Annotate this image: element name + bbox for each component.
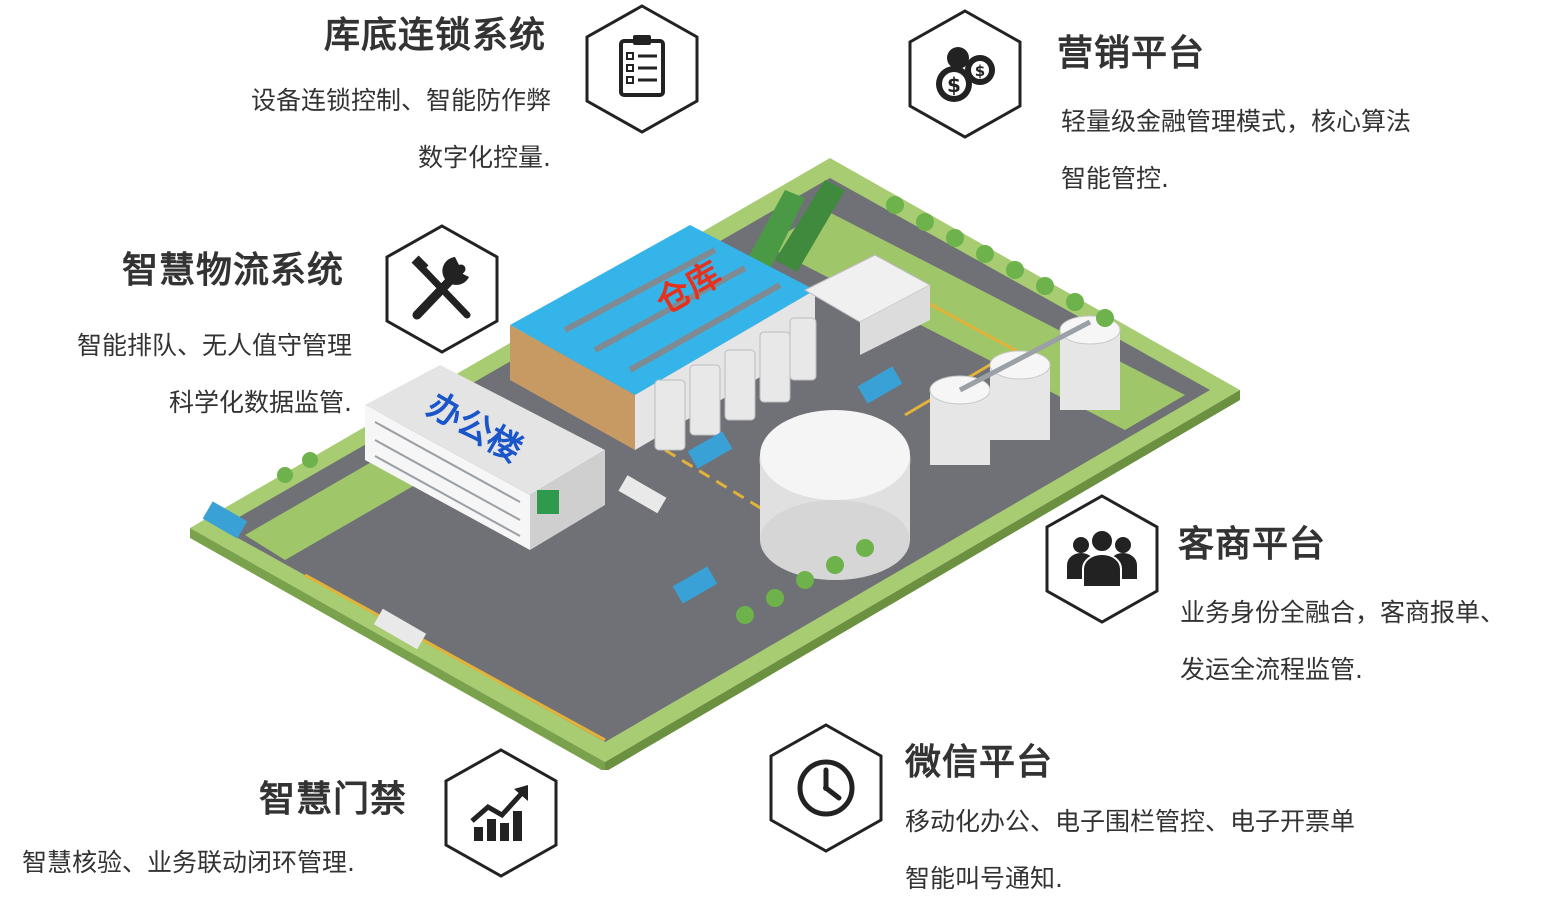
feature-desc-marketing: 轻量级金融管理模式，核心算法 智能管控. [1061,93,1411,207]
feature-title-wechat: 微信平台 [905,742,1054,783]
wrench-screwdriver-icon [383,223,501,355]
feature-desc-kudi: 设备连锁控制、智能防作弊 数字化控量. [251,72,551,186]
desc-line: 轻量级金融管理模式，核心算法 [1061,107,1412,136]
desc-line: 智能叫号通知. [905,864,1063,893]
svg-text:$: $ [947,73,961,97]
desc-line: 数字化控量. [418,143,551,172]
feature-desc-access: 智慧核验、业务联动闭环管理. [22,834,355,891]
feature-title-customer: 客商平台 [1178,524,1327,565]
desc-line: 发运全流程监管. [1180,655,1363,684]
feature-title-logistics: 智慧物流系统 [121,250,344,291]
feature-title-marketing: 营销平台 [1057,33,1206,74]
coins-dollar-icon: $ $ [906,8,1024,140]
clipboard-checklist-icon [583,3,701,135]
desc-line: 智能排队、无人值守管理 [76,331,352,360]
feature-title-access: 智慧门禁 [258,779,407,820]
feature-desc-logistics: 智能排队、无人值守管理 科学化数据监管. [77,317,352,431]
desc-line: 移动化办公、电子围栏管控、电子开票单 [905,807,1356,836]
user-group-icon [1043,493,1161,625]
desc-line: 设备连锁控制、智能防作弊 [250,86,551,115]
desc-line: 科学化数据监管. [169,388,352,417]
factory-illustration: 仓库 办公楼 [185,150,1245,770]
clock-icon [767,722,885,854]
desc-line: 业务身份全融合，客商报单、 [1180,598,1506,627]
feature-title-kudi: 库底连锁系统 [323,15,546,56]
desc-line: 智能管控. [1061,164,1169,193]
svg-text:$: $ [975,62,985,80]
feature-desc-wechat: 移动化办公、电子围栏管控、电子开票单 智能叫号通知. [905,793,1355,907]
desc-line: 智慧核验、业务联动闭环管理. [22,848,355,877]
feature-desc-customer: 业务身份全融合，客商报单、 发运全流程监管. [1180,584,1505,698]
bar-chart-growth-icon [442,747,560,879]
